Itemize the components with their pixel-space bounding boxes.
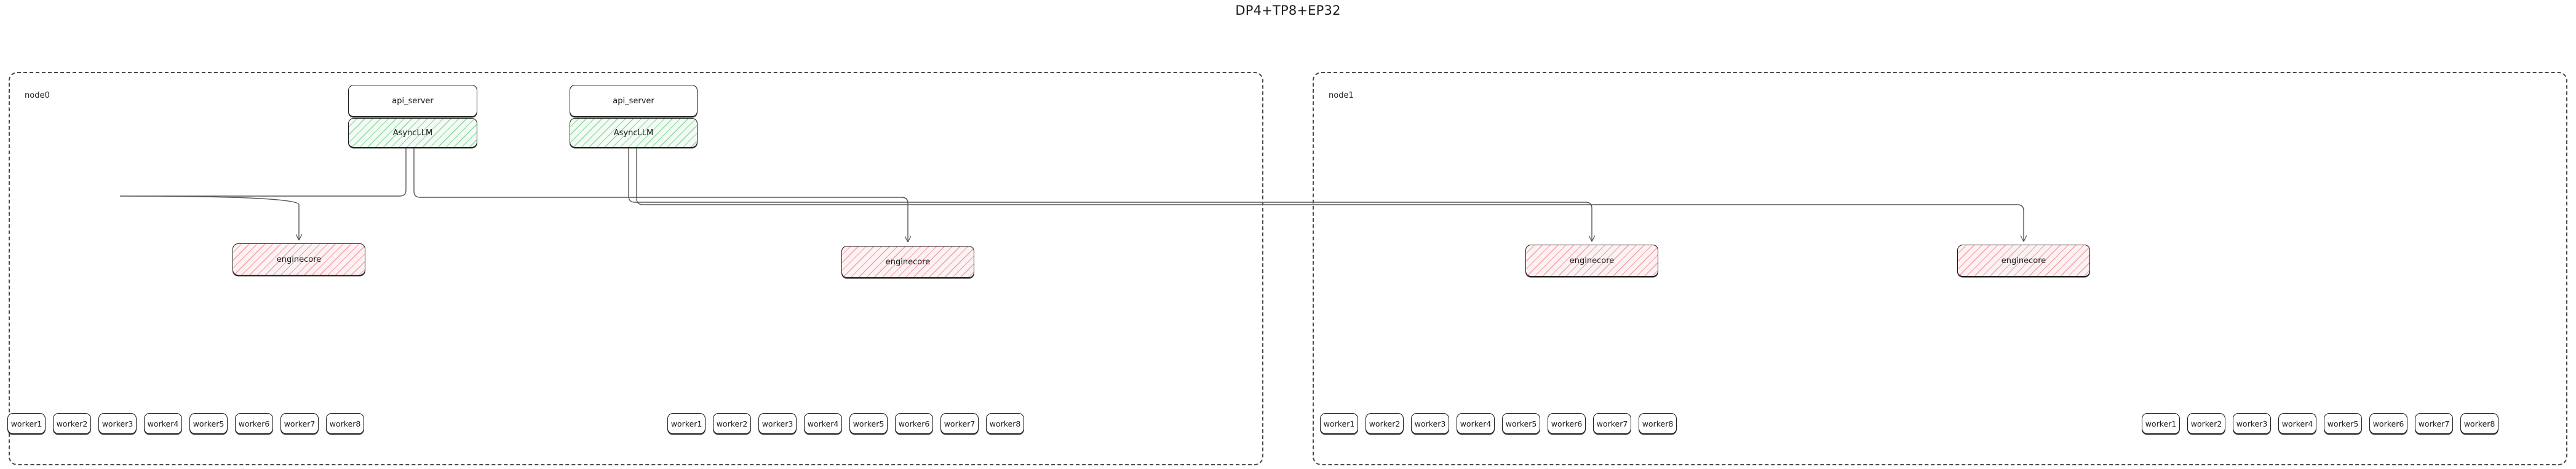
worker-box-node1-g1-4-label: worker4 [2281, 419, 2313, 428]
enginecore-box-node0-1[interactable]: enginecore [841, 246, 974, 278]
worker-box-node0-g1-2[interactable]: worker2 [713, 413, 751, 434]
worker-box-node0-g1-5[interactable]: worker5 [849, 413, 888, 434]
worker-box-node1-g1-2-label: worker2 [2190, 419, 2222, 428]
worker-box-node0-g1-7[interactable]: worker7 [940, 413, 979, 434]
worker-box-node1-g1-7-label: worker7 [2418, 419, 2450, 428]
node-label-node1: node1 [1329, 91, 1354, 100]
api-server-box-node0-1[interactable]: api_server [570, 85, 698, 117]
worker-box-node1-g0-5-label: worker5 [1505, 419, 1537, 428]
worker-box-node0-g1-3[interactable]: worker3 [758, 413, 797, 434]
worker-box-node0-g1-6-label: worker6 [898, 419, 930, 428]
worker-box-node0-g0-2[interactable]: worker2 [53, 413, 91, 434]
worker-box-node0-g0-6[interactable]: worker6 [235, 413, 273, 434]
api-server-box-node0-0-label: api_server [392, 96, 434, 106]
worker-box-node1-g0-1-label: worker1 [1323, 419, 1355, 428]
asyncllm-box-node0-0[interactable]: AsyncLLM [348, 118, 477, 148]
worker-box-node1-g1-4[interactable]: worker4 [2278, 413, 2316, 434]
worker-box-node1-g0-7[interactable]: worker7 [1593, 413, 1631, 434]
asyncllm-box-node0-1[interactable]: AsyncLLM [570, 118, 698, 148]
node-cluster-node1 [1313, 72, 2567, 465]
worker-box-node0-g1-8[interactable]: worker8 [986, 413, 1024, 434]
worker-box-node1-g0-8[interactable]: worker8 [1639, 413, 1677, 434]
worker-box-node0-g0-8[interactable]: worker8 [326, 413, 364, 434]
worker-box-node1-g1-5-label: worker5 [2327, 419, 2359, 428]
worker-box-node1-g0-7-label: worker7 [1596, 419, 1628, 428]
worker-box-node1-g0-8-label: worker8 [1642, 419, 1674, 428]
worker-box-node0-g0-1-label: worker1 [10, 419, 42, 428]
worker-box-node1-g1-1-label: worker1 [2145, 419, 2177, 428]
worker-box-node0-g0-4-label: worker4 [147, 419, 179, 428]
worker-box-node0-g1-1[interactable]: worker1 [667, 413, 706, 434]
edge-async_llm_0-to-node0_enginecore_1 [413, 148, 908, 242]
worker-box-node0-g1-5-label: worker5 [853, 419, 885, 428]
worker-box-node1-g1-6-label: worker6 [2372, 419, 2404, 428]
enginecore-box-node0-0[interactable]: enginecore [233, 243, 365, 275]
worker-box-node1-g0-6[interactable]: worker6 [1548, 413, 1586, 434]
worker-box-node1-g0-4-label: worker4 [1460, 419, 1492, 428]
worker-box-node0-g1-4[interactable]: worker4 [804, 413, 842, 434]
worker-box-node1-g0-2[interactable]: worker2 [1366, 413, 1404, 434]
worker-box-node1-g0-1[interactable]: worker1 [1320, 413, 1358, 434]
enginecore-box-node0-0-label: enginecore [276, 254, 322, 264]
worker-box-node1-g0-5[interactable]: worker5 [1502, 413, 1540, 434]
worker-box-node1-g1-8[interactable]: worker8 [2460, 413, 2498, 434]
worker-box-node0-g0-3[interactable]: worker3 [98, 413, 137, 434]
edge-async_llm_0-to-node0_enginecore_0 [119, 148, 407, 240]
edge-async_llm_1-to-node1_enginecore_1 [636, 148, 2024, 241]
enginecore-box-node1-1-label: enginecore [2001, 256, 2046, 266]
worker-box-node0-g0-6-label: worker6 [238, 419, 270, 428]
worker-box-node0-g0-4[interactable]: worker4 [144, 413, 182, 434]
worker-box-node1-g0-6-label: worker6 [1551, 419, 1583, 428]
edge-async_llm_1-to-node1_enginecore_0 [628, 148, 1592, 241]
worker-box-node0-g0-5-label: worker5 [193, 419, 225, 428]
page-title: DP4+TP8+EP32 [1235, 3, 1341, 18]
worker-box-node0-g1-7-label: worker7 [944, 419, 976, 428]
worker-box-node0-g0-5[interactable]: worker5 [189, 413, 228, 434]
worker-box-node1-g1-2[interactable]: worker2 [2187, 413, 2225, 434]
worker-box-node0-g1-3-label: worker3 [761, 419, 793, 428]
worker-box-node1-g1-5[interactable]: worker5 [2324, 413, 2362, 434]
worker-box-node1-g0-4[interactable]: worker4 [1457, 413, 1495, 434]
node-cluster-node0 [9, 72, 1263, 465]
worker-box-node1-g1-1[interactable]: worker1 [2142, 413, 2180, 434]
enginecore-box-node1-0-label: enginecore [1569, 256, 1615, 266]
worker-box-node1-g0-2-label: worker2 [1369, 419, 1401, 428]
asyncllm-box-node0-0-label: AsyncLLM [392, 128, 433, 138]
enginecore-box-node0-1-label: enginecore [885, 257, 931, 267]
worker-box-node0-g1-1-label: worker1 [670, 419, 702, 428]
worker-box-node0-g0-3-label: worker3 [101, 419, 133, 428]
worker-box-node0-g0-7-label: worker7 [284, 419, 316, 428]
node-label-node0: node0 [25, 91, 50, 100]
api-server-box-node0-0[interactable]: api_server [348, 85, 477, 117]
worker-box-node0-g0-2-label: worker2 [56, 419, 88, 428]
asyncllm-box-node0-1-label: AsyncLLM [613, 128, 654, 138]
worker-box-node1-g0-3[interactable]: worker3 [1411, 413, 1449, 434]
worker-box-node0-g0-8-label: worker8 [329, 419, 361, 428]
worker-box-node0-g1-4-label: worker4 [807, 419, 839, 428]
enginecore-box-node1-0[interactable]: enginecore [1525, 245, 1658, 277]
worker-box-node0-g1-2-label: worker2 [716, 419, 748, 428]
worker-box-node1-g1-7[interactable]: worker7 [2415, 413, 2453, 434]
worker-box-node0-g0-1[interactable]: worker1 [7, 413, 46, 434]
worker-box-node0-g1-8-label: worker8 [989, 419, 1021, 428]
worker-box-node1-g1-3-label: worker3 [2236, 419, 2268, 428]
worker-box-node1-g1-3[interactable]: worker3 [2233, 413, 2271, 434]
api-server-box-node0-1-label: api_server [613, 96, 654, 106]
worker-box-node1-g0-3-label: worker3 [1414, 419, 1446, 428]
worker-box-node1-g1-6[interactable]: worker6 [2369, 413, 2407, 434]
worker-box-node0-g1-6[interactable]: worker6 [895, 413, 933, 434]
worker-box-node1-g1-8-label: worker8 [2463, 419, 2495, 428]
enginecore-box-node1-1[interactable]: enginecore [1957, 245, 2090, 277]
worker-box-node0-g0-7[interactable]: worker7 [280, 413, 319, 434]
